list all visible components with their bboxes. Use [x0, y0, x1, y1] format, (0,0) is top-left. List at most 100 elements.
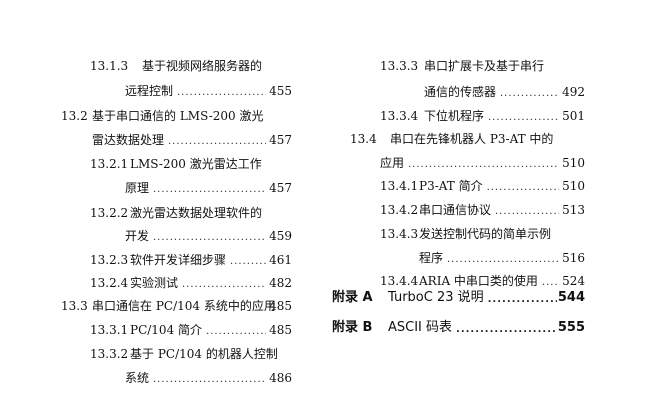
section-title: 开发 — [125, 229, 150, 243]
page-number: 457 — [269, 181, 292, 195]
dot-leader: ........................................… — [153, 184, 266, 195]
page-number: 501 — [562, 109, 585, 123]
page-number: 516 — [562, 251, 585, 265]
page-number: 457 — [269, 133, 292, 147]
dot-leader: ........................................… — [153, 232, 266, 243]
section-title: 发送控制代码的简单示例 — [419, 227, 552, 241]
dot-leader: ........................................… — [182, 279, 266, 290]
page-number: 461 — [269, 253, 292, 267]
page-number: 482 — [269, 276, 292, 290]
page-number: 492 — [562, 85, 585, 99]
section-title: 基于视频网络服务器的 — [142, 59, 263, 73]
left_column-entry: 开发 459...................................… — [0, 228, 647, 244]
section-number: 13.4.4 — [380, 274, 419, 288]
left_column-entry: 13.2 基于串口通信的 LMS-200 激光 — [0, 108, 647, 124]
right_column-entry: 通信的传感器 492...............................… — [0, 84, 647, 100]
section-number: 13.3.3 — [380, 59, 419, 73]
page-number: 510 — [562, 156, 585, 170]
left_column-entry: 系统486...................................… — [0, 370, 647, 386]
page-number: 510 — [562, 179, 585, 193]
dot-leader: ........................................… — [487, 294, 558, 305]
page-number: 459 — [269, 229, 292, 243]
right_column-entry: 13.4.1P3-AT 简介510.......................… — [0, 178, 647, 194]
section-number: 13.2 — [61, 109, 88, 123]
section-number: 13.4 — [350, 132, 377, 146]
section-number: 13.3 — [61, 299, 88, 313]
section-number: 13.4.2 — [380, 203, 419, 217]
section-title: 系统 — [125, 371, 150, 385]
section-number: 13.2.2 — [90, 206, 129, 220]
section-number: 13.2.4 — [90, 276, 129, 290]
left_column-entry: 原理 457...................................… — [0, 180, 647, 196]
dot-leader: ........................................… — [456, 324, 557, 335]
section-title: 基于 PC/104 的机器人控制 — [130, 347, 278, 361]
left_column-entry: 远程控制 455.................................… — [0, 83, 647, 99]
page-number: 485 — [269, 323, 292, 337]
section-title: 基于串口通信的 LMS-200 激光 — [92, 109, 264, 123]
section-title: TurboC 23 说明 — [388, 290, 484, 305]
page-number: 486 — [269, 371, 292, 385]
section-number: 附录 B — [332, 320, 373, 335]
section-title: 串口通信协议 — [419, 203, 492, 217]
page-number: 555 — [557, 320, 585, 335]
right_column-entry: 应用 510...................................… — [0, 155, 647, 171]
dot-leader: ........................................… — [206, 326, 266, 337]
section-title: 应用 — [380, 156, 405, 170]
dot-leader: ........................................… — [488, 112, 560, 123]
section-title: ARIA 中串口类的使用 — [419, 274, 538, 288]
right_column-entry: 13.3.3 串口扩展卡及基于串行 — [0, 58, 647, 74]
dot-leader: ........................................… — [168, 136, 267, 147]
section-title: 串口通信在 PC/104 系统中的应用 — [92, 299, 276, 313]
section-title: 下位机程序 — [424, 109, 485, 123]
page-number: 513 — [562, 203, 585, 217]
section-title: 程序 — [419, 251, 444, 265]
section-title: 通信的传感器 — [424, 85, 497, 99]
page-number: 544 — [557, 290, 585, 305]
section-number: 13.4.3 — [380, 227, 419, 241]
page-number: 455 — [269, 84, 292, 98]
section-title: 串口在先锋机器人 P3-AT 中的 — [390, 132, 554, 146]
dot-leader: ........................................… — [230, 256, 266, 267]
page-number: 485 — [269, 299, 292, 313]
section-title: 雷达数据处理 — [92, 133, 165, 147]
dot-leader: ........................................… — [447, 254, 559, 265]
section-title: LMS-200 激光雷达工作 — [130, 157, 262, 171]
dot-leader: ........................................… — [500, 88, 559, 99]
section-number: 附录 A — [332, 290, 373, 305]
left_column-entry: 13.3.1PC/104 简介 485......................… — [0, 322, 647, 338]
section-number: 13.3.4 — [380, 109, 419, 123]
section-title: 串口扩展卡及基于串行 — [424, 59, 545, 73]
dot-leader: ........................................… — [541, 277, 559, 288]
section-number: 13.3.1 — [90, 323, 129, 337]
section-title: PC/104 简介 — [130, 323, 203, 337]
section-number: 13.1.3 — [90, 59, 129, 73]
right_column-entry: 13.3.4 下位机程序 501..........................… — [0, 108, 647, 124]
dot-leader: ........................................… — [486, 182, 560, 193]
dot-leader: ........................................… — [495, 206, 559, 217]
section-title: 激光雷达数据处理软件的 — [130, 206, 263, 220]
section-title: 实验测试 — [130, 276, 179, 290]
section-title: 远程控制 — [125, 84, 174, 98]
dot-leader: ........................................… — [408, 159, 560, 170]
appendices-entry: 附录 A TurboC 23 说明 544.....................… — [0, 290, 647, 306]
section-number: 13.2.1 — [90, 157, 129, 171]
left_column-entry: 13.1.3 基于视频网络服务器的 — [0, 58, 647, 74]
section-title: 软件开发详细步骤 — [130, 253, 227, 267]
right_column-entry: 13.4 串口在先锋机器人 P3-AT 中的 — [0, 131, 647, 147]
section-number: 13.2.3 — [90, 253, 129, 267]
section-title: 原理 — [125, 181, 150, 195]
section-number: 13.3.2 — [90, 347, 129, 361]
page-number: 524 — [562, 274, 585, 288]
section-number: 13.4.1 — [380, 179, 419, 193]
